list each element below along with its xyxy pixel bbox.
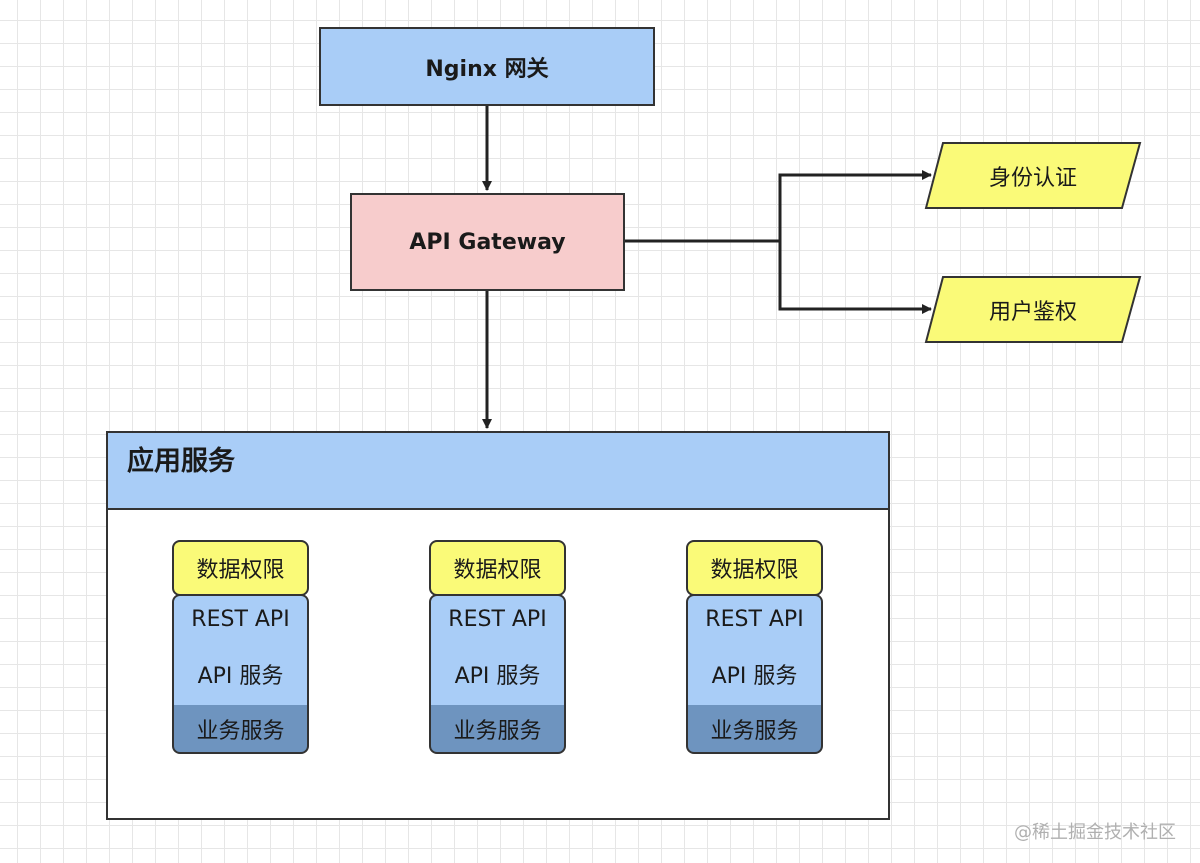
data-permission-layer: 数据权限 [686,540,823,596]
api-gateway-node: API Gateway [350,193,625,291]
app-services-header: 应用服务 [108,433,888,510]
rest-api-layer: REST API [686,594,823,644]
authz-label: 用户鉴权 [988,299,1077,325]
api-gateway-label: API Gateway [409,229,566,255]
authz-node-shape [924,276,1142,343]
nginx-gateway-label: Nginx 网关 [425,56,549,82]
edge-gateway-to-authz [778,241,932,314]
business-service-layer: 业务服务 [172,705,309,754]
rest-api-label: REST API [448,607,547,632]
data-permission-layer: 数据权限 [429,540,566,596]
api-service-label: API 服务 [454,664,541,689]
business-service-layer: 业务服务 [686,705,823,754]
api-service-label: API 服务 [711,664,798,689]
service-stack-3: 数据权限 REST API API 服务 业务服务 [686,540,823,754]
nginx-gateway-node: Nginx 网关 [319,27,655,106]
watermark: @稀土掘金技术社区 [1014,822,1176,843]
business-service-label: 业务服务 [453,718,542,744]
rest-api-label: REST API [191,607,290,632]
business-service-label: 业务服务 [196,718,285,744]
data-permission-label: 数据权限 [196,558,285,583]
business-service-layer: 业务服务 [429,705,566,754]
rest-api-layer: REST API [172,594,309,644]
api-service-layer: API 服务 [172,643,309,706]
edge-gateway-to-auth [778,170,932,241]
data-permission-label: 数据权限 [710,558,799,583]
service-stack-1: 数据权限 REST API API 服务 业务服务 [172,540,309,754]
business-service-label: 业务服务 [710,718,799,744]
service-stack-2: 数据权限 REST API API 服务 业务服务 [429,540,566,754]
app-services-title: 应用服务 [127,446,235,477]
api-service-layer: API 服务 [686,643,823,706]
authz-node: 用户鉴权 [925,276,1141,343]
auth-node: 身份认证 [925,142,1141,209]
auth-label: 身份认证 [988,165,1077,191]
data-permission-layer: 数据权限 [172,540,309,596]
rest-api-label: REST API [705,607,804,632]
api-service-label: API 服务 [197,664,284,689]
auth-node-shape [924,142,1142,209]
data-permission-label: 数据权限 [453,558,542,583]
rest-api-layer: REST API [429,594,566,644]
api-service-layer: API 服务 [429,643,566,706]
